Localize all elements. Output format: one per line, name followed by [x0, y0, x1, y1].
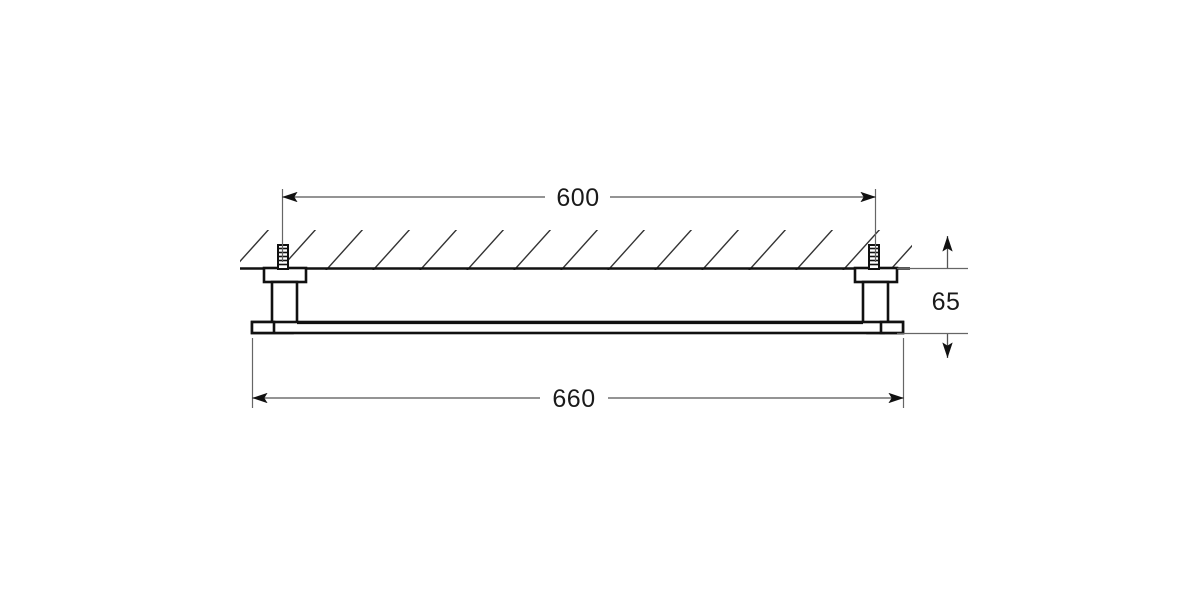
dim-600-label: 600 [556, 184, 599, 212]
rail-right-end-cap [879, 320, 905, 335]
dim-65-label: 65 [932, 288, 961, 316]
dimension-660: 660 [251, 338, 905, 413]
dim-660-label: 660 [552, 385, 595, 413]
right-fixing-screw [868, 244, 880, 270]
dimension-65: 65 [897, 236, 968, 358]
rail-left-end-cap [250, 320, 276, 335]
dimension-600: 600 [281, 184, 877, 262]
wall-section-hatching [240, 230, 912, 270]
towel-rail-bar [250, 320, 905, 335]
